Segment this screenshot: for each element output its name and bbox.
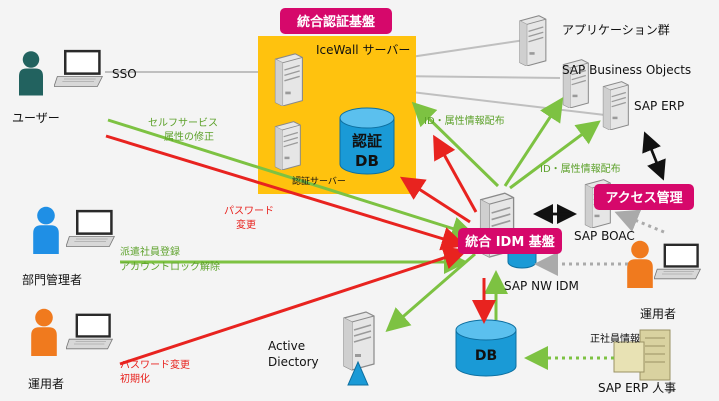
svg-text:統合認証基盤: 統合認証基盤 [297, 14, 376, 30]
operator-left-person-icon [31, 308, 57, 356]
dept-admin-person-icon [33, 206, 59, 254]
app-server-icon [519, 15, 547, 66]
user-label: ユーザー [12, 111, 60, 125]
sap-boac-label: SAP BOAC [574, 229, 635, 243]
self-service-label-1: セルフサービス [148, 117, 218, 129]
idm-platform-tag: 統合 IDM 基盤 [458, 228, 562, 254]
svg-text:アクセス管理: アクセス管理 [605, 190, 682, 206]
auth-platform-tag: 統合認証基盤 [280, 8, 392, 34]
ad-triangle-icon [347, 360, 369, 386]
auth-server-icon [274, 121, 301, 170]
main-db-cylinder [455, 319, 517, 377]
active-directory-label-1: Active [268, 339, 305, 353]
auth-db-label-1: 認証 [352, 132, 382, 150]
user-person-icon [19, 51, 43, 96]
sap-nw-idm-label: SAP NW IDM [504, 279, 579, 293]
password-reset-label-2: 初期化 [120, 372, 150, 385]
id-attr-label-2: ID・属性情報配布 [540, 162, 621, 175]
ad-server-icon [343, 311, 375, 371]
icewall-server-icon [274, 53, 304, 106]
main-db-label: DB [475, 348, 497, 364]
operator-left-label: 運用者 [28, 377, 64, 391]
sap-erp-hr-label: SAP ERP 人事 [598, 381, 676, 395]
operator-right-laptop-icon [654, 243, 701, 280]
red-arrows [105, 134, 496, 366]
id-attr-label-1: ID・属性情報配布 [424, 114, 505, 127]
operator-right-label: 運用者 [640, 307, 676, 321]
dispatch-label-1: 派遣社員登録 [120, 245, 180, 258]
active-directory-label-2: Diectory [268, 355, 319, 369]
operator-left-laptop-icon [66, 313, 113, 350]
auth-db-label-2: DB [355, 152, 379, 170]
dotted-arrows [534, 209, 665, 276]
dispatch-label-2: アカウントロック解除 [120, 260, 220, 273]
icewall-server-label: IceWall サーバー [316, 43, 410, 57]
password-reset-label-1: パスワード変更 [120, 358, 190, 371]
dept-admin-laptop-icon [66, 209, 115, 247]
sap-erp-hr-icon [613, 329, 671, 381]
employee-info-label: 正社員情報 [590, 332, 640, 345]
self-service-label-2: 属性の修正 [164, 130, 214, 143]
access-mgmt-tag: アクセス管理 [594, 184, 694, 210]
dept-admin-label: 部門管理者 [22, 272, 82, 287]
black-arrows [533, 131, 666, 224]
sap-erp-server-icon [602, 81, 629, 130]
sap-erp-label: SAP ERP [634, 99, 684, 113]
app-group-label: アプリケーション群 [562, 23, 670, 37]
sap-bo-label: SAP Business Objects [562, 63, 691, 77]
password-change-label-2: 変更 [236, 218, 256, 231]
user-laptop-icon [54, 49, 103, 87]
sso-label: SSO [112, 67, 137, 81]
auth-server-label: 認証サーバー [292, 175, 346, 187]
operator-right-person-icon [627, 240, 653, 288]
svg-text:統合 IDM 基盤: 統合 IDM 基盤 [465, 234, 556, 250]
password-change-label-1: パスワード [224, 205, 274, 217]
auth-db-cylinder [339, 107, 395, 175]
